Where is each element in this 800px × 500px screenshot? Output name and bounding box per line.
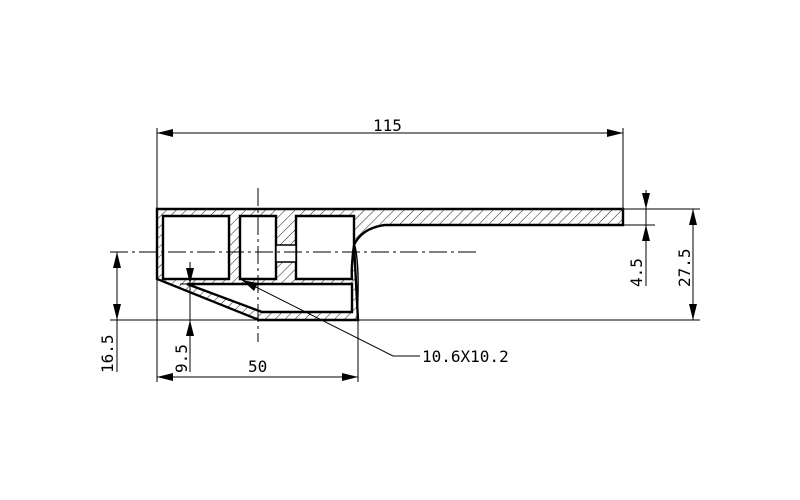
left-cavity [161,214,231,281]
dim-4-5-label: 4.5 [627,258,646,287]
bottom-cavity [186,282,354,314]
slot-size-label: 10.6X10.2 [422,347,509,366]
dim-16-5-label: 16.5 [98,334,117,373]
slot-opening [275,244,297,263]
dim-27-5-arrow-top [689,209,697,225]
dim-16-5-arrow-top [113,252,121,268]
dim-16-5-arrow-bottom [113,304,121,320]
slot-leader [241,279,394,357]
dim-115-label: 115 [373,116,402,135]
dim-50-arrow-right [342,373,358,381]
right-cavity [294,214,356,281]
dim-4-5-arrow-bottom [642,225,650,241]
dim-50-arrow-left [157,373,173,381]
dim-115-arrow-left [157,129,173,137]
dim-9-5-arrow-bottom [186,320,194,336]
dim-9-5-label: 9.5 [172,344,191,373]
dim-27-5-arrow-bottom [689,304,697,320]
slot-leader-arrow [242,280,258,291]
inner-curve [354,245,359,319]
dim-27-5-label: 27.5 [675,248,694,287]
dim-4-5-arrow-top [642,193,650,209]
dim-50-label: 50 [248,357,267,376]
dim-9-5-arrow-top [186,268,194,284]
dim-115-arrow-right [607,129,623,137]
